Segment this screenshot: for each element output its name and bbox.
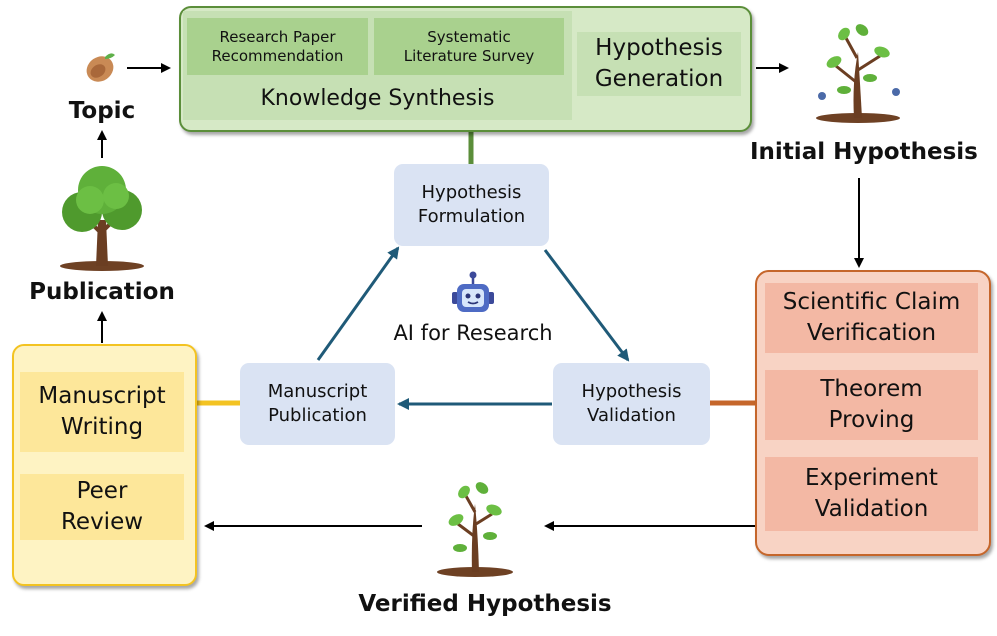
tree-icon	[60, 166, 144, 271]
hypothesis-validation-box: Hypothesis Validation	[553, 363, 710, 445]
verified-hypothesis-label: Verified Hypothesis	[358, 591, 612, 617]
initial-hypothesis-label: Initial Hypothesis	[750, 139, 978, 165]
systematic-literature-survey-box: Systematic Literature Survey	[374, 18, 564, 75]
peer-review-box: Peer Review	[20, 474, 184, 540]
robot-icon	[452, 271, 494, 312]
topic-label: Topic	[68, 98, 136, 124]
scientific-claim-verification-box: Scientific Claim Verification	[765, 283, 978, 353]
verified-sapling-icon	[437, 482, 513, 577]
experiment-validation-box: Experiment Validation	[765, 457, 978, 531]
hypothesis-generation-box: Hypothesis Generation	[577, 32, 741, 96]
manuscript-writing-box: Manuscript Writing	[20, 372, 184, 452]
ai-for-research-label: AI for Research	[393, 321, 553, 345]
manuscript-publication-box: Manuscript Publication	[240, 363, 395, 445]
research-paper-recommendation-box: Research Paper Recommendation	[187, 18, 368, 75]
arrow-publication-to-formulation	[316, 246, 400, 361]
arrow-formulation-to-validation	[543, 249, 630, 362]
publication-label: Publication	[29, 279, 175, 305]
initial-sapling-icon	[816, 24, 900, 123]
knowledge-synthesis-label: Knowledge Synthesis	[260, 85, 495, 111]
theorem-proving-box: Theorem Proving	[765, 370, 978, 440]
hypothesis-formulation-box: Hypothesis Formulation	[394, 164, 549, 246]
seed-icon	[86, 53, 115, 82]
